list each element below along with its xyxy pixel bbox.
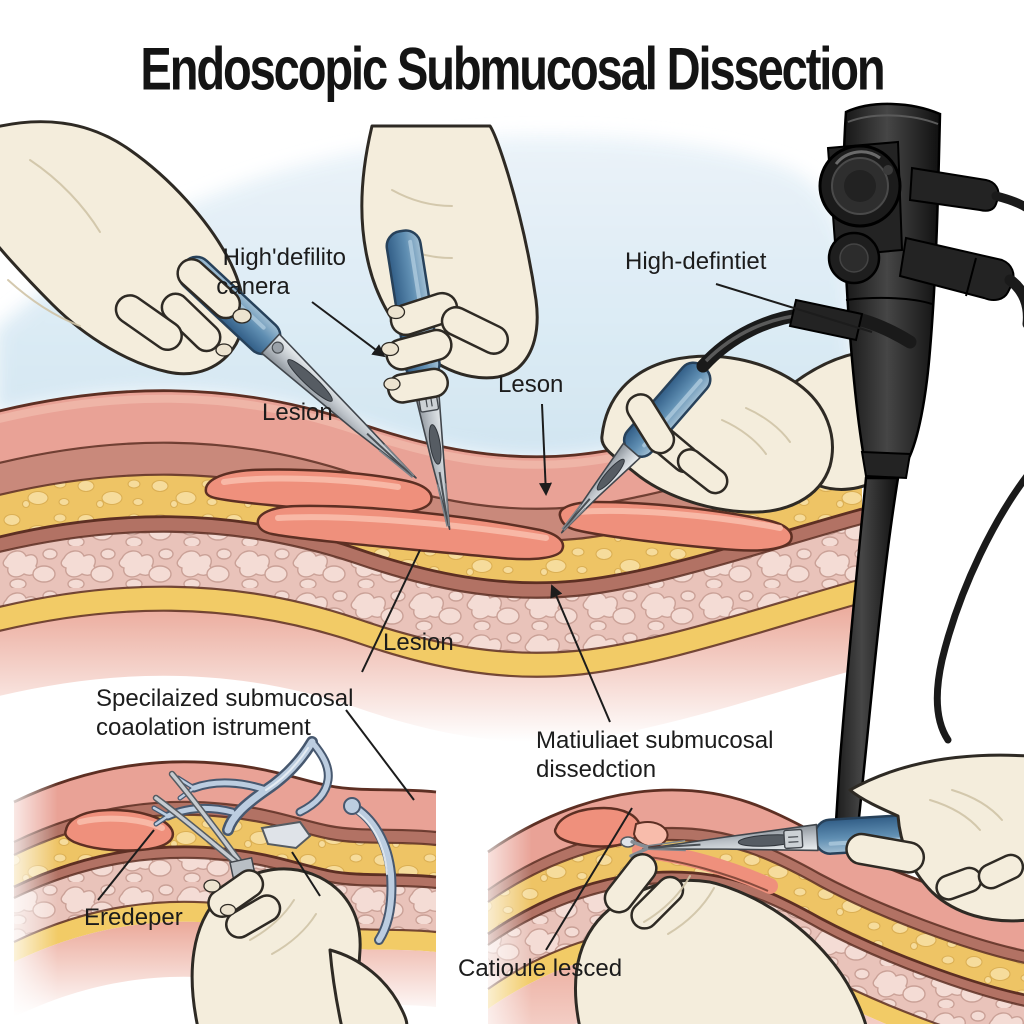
leader-dissection [550, 584, 611, 723]
endoscope-control-knob-large [818, 144, 902, 228]
fat-layer-2 [0, 579, 862, 677]
instrument-port-lower [898, 236, 1015, 301]
lesion-tubes [204, 468, 793, 561]
label-submucosal-dissection: Matiuliaet submucosal dissedction [536, 727, 774, 784]
label-eredeper: Eredeper [84, 904, 183, 931]
label-leson: Leson [498, 371, 564, 398]
label-lesion-mid: Lesion [383, 629, 454, 656]
umbilical-cable [933, 474, 1024, 744]
shaft-collar [860, 450, 912, 480]
left-hand-fingers [114, 258, 252, 357]
page-title: Endoscopic Submucosal Dissection [140, 34, 885, 103]
label-high-definition-camera: High'defilito canera [216, 244, 346, 301]
label-catioule: Catioule lesced [458, 955, 623, 982]
right-hand-fingers [625, 393, 729, 495]
leader-leson [539, 403, 553, 496]
leader-eredeper [97, 829, 155, 901]
endoscope-control-knob-small [827, 231, 881, 285]
label-lesion-top: Lesion [262, 399, 333, 426]
inset-dissection-scene [468, 753, 1024, 1024]
inset-right-arm-hand [845, 753, 1024, 923]
leader-hd-camera [311, 301, 386, 358]
serosa-layer [0, 603, 862, 742]
leader-instrument [345, 709, 415, 801]
leader-lines [97, 283, 873, 951]
leader-lesion-mid [361, 549, 421, 673]
instrument-cable [696, 298, 917, 373]
inset-left-hand [190, 867, 409, 1024]
leader-hd-right [715, 283, 873, 333]
muscle-thin-layer [0, 509, 862, 598]
label-high-definition-right: High-defintiet [625, 248, 767, 275]
inset-right-bottom-hand [573, 852, 868, 1024]
catheter-tube [343, 797, 397, 945]
instrument-port-upper [908, 166, 1000, 212]
lesion-dissected [553, 806, 778, 894]
leader-catioule [545, 807, 633, 951]
endoscope [818, 102, 1024, 904]
label-specialized-instrument: Specilaized submucosal coaolation istrum… [96, 685, 354, 742]
leader-extra [291, 851, 321, 897]
middle-hand-fingers [380, 291, 510, 404]
inset-coagulation-scene [0, 736, 437, 1024]
